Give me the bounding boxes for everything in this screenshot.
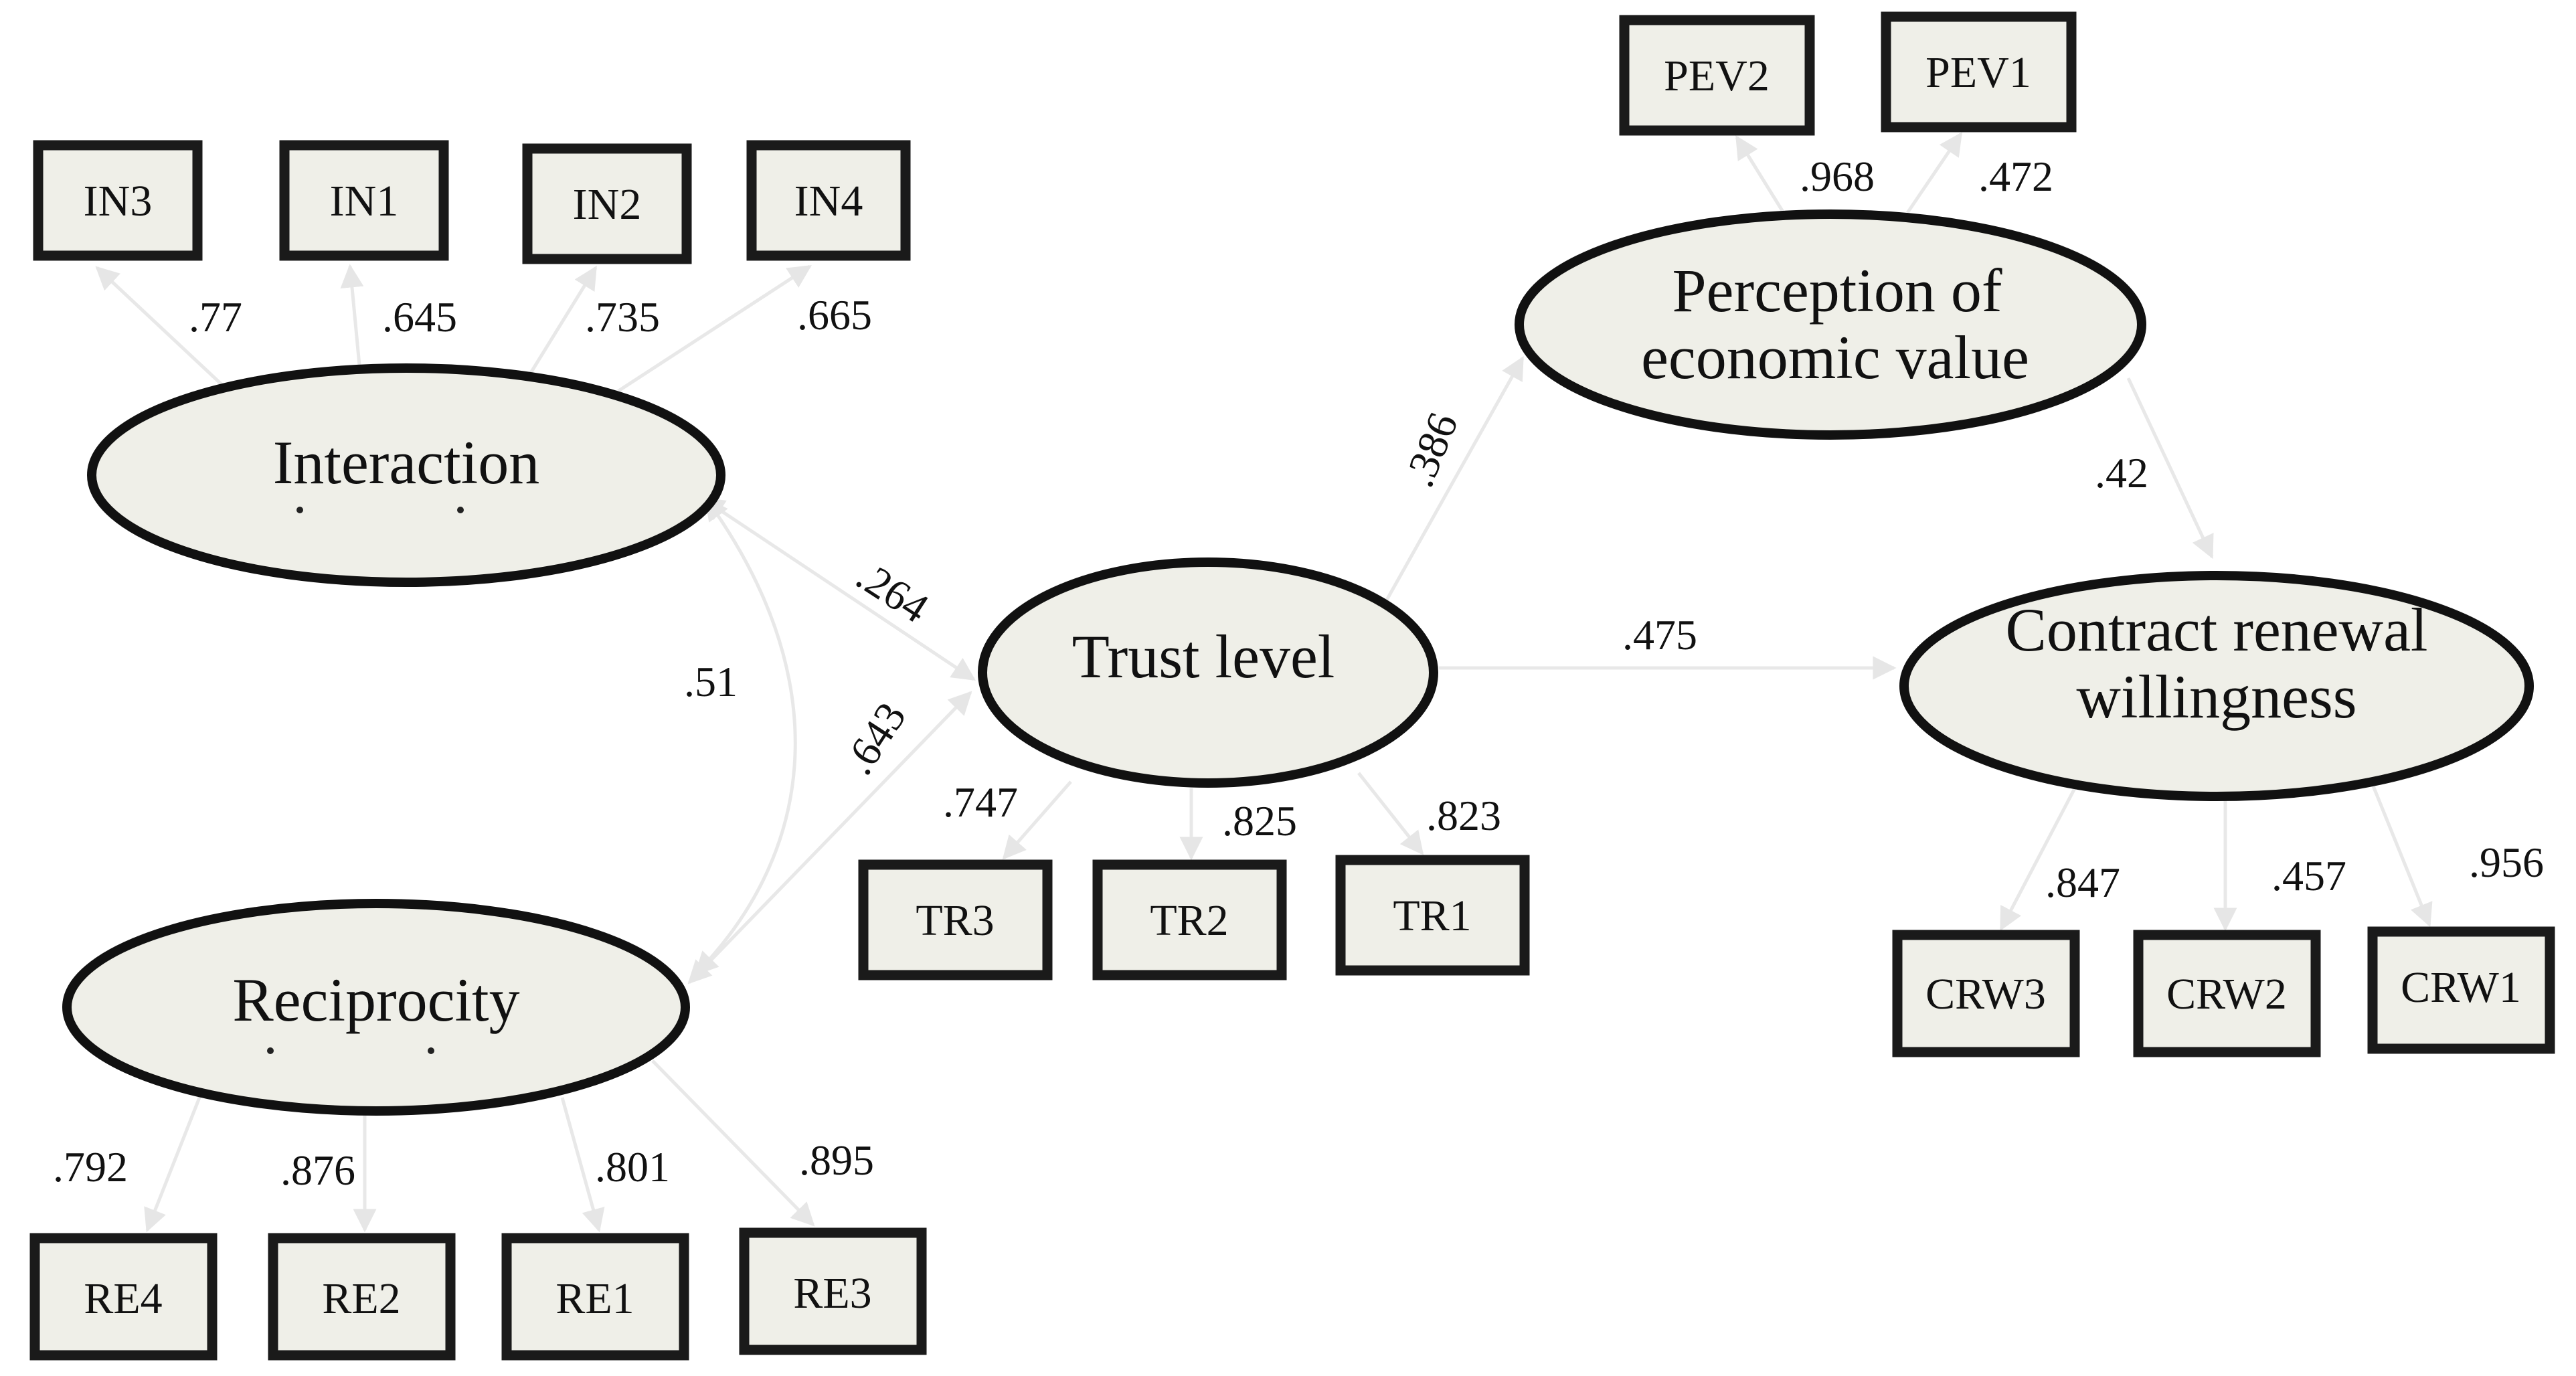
edge-reciprocity-re3	[651, 1059, 815, 1227]
edge-crw-crw1	[2371, 784, 2433, 928]
edge-reciprocity-re4	[144, 1094, 203, 1233]
coef-crw1: .956	[2469, 839, 2544, 886]
latent-label-line1: Perception of	[1672, 256, 2002, 325]
edge-interaction-trust	[701, 497, 976, 681]
coef-re4: .792	[53, 1143, 128, 1191]
coef-crw2: .457	[2271, 852, 2346, 899]
edge-interaction-in1	[340, 264, 364, 373]
indicator-tr1: TR1	[1335, 855, 1530, 976]
marker-dot	[428, 1047, 434, 1054]
indicator-in4: IN4	[746, 140, 911, 261]
marker-dot	[296, 507, 303, 513]
coef-tr3: .747	[943, 778, 1018, 826]
indicator-tr2: TR2	[1092, 859, 1287, 980]
indicator-label: RE2	[322, 1274, 400, 1323]
indicator-re1: RE1	[501, 1233, 689, 1361]
latent-label: Trust level	[1072, 622, 1335, 691]
indicator-label: IN3	[84, 177, 153, 226]
indicator-re3: RE3	[739, 1227, 927, 1355]
indicator-in1: IN1	[279, 140, 449, 261]
coef-reciprocity-trust: .643	[835, 694, 916, 783]
coef-in1: .645	[382, 293, 457, 341]
indicator-tr3: TR3	[858, 859, 1053, 980]
indicator-label: TR1	[1393, 891, 1471, 940]
coef-trust-pev: .386	[1395, 406, 1467, 493]
edge-crw-crw3	[1999, 787, 2077, 932]
coef-interaction-reciprocity: .51	[684, 658, 738, 705]
coef-re1: .801	[595, 1143, 670, 1191]
indicator-label: IN1	[330, 177, 399, 226]
indicator-pev2: PEV2	[1619, 15, 1815, 136]
coef-trust-crw: .475	[1622, 611, 1697, 659]
indicator-label: RE3	[793, 1269, 871, 1318]
indicator-crw2: CRW2	[2133, 930, 2321, 1057]
coef-in2: .735	[585, 293, 660, 341]
latent-reciprocity: Reciprocity	[62, 899, 690, 1116]
latent-interaction: Interaction	[87, 363, 725, 587]
indicator-label: TR2	[1150, 896, 1228, 945]
coef-pev-crw: .42	[2095, 449, 2148, 497]
edge-trust-tr3	[1002, 780, 1072, 860]
latent-perception-economic-value: Perception of economic value	[1515, 209, 2146, 440]
coef-tr1: .823	[1426, 792, 1501, 839]
edge-reciprocity-re1	[560, 1097, 605, 1233]
indicator-label: CRW3	[1925, 970, 2046, 1019]
edge-trust-pev	[1383, 355, 1525, 604]
indicator-label: RE4	[84, 1274, 162, 1323]
indicator-re4: RE4	[29, 1233, 218, 1361]
latent-label: Reciprocity	[232, 966, 519, 1034]
edge-reciprocity-trust	[687, 691, 972, 984]
indicator-label: RE1	[555, 1274, 634, 1323]
latent-label-line2: economic value	[1641, 323, 2029, 392]
indicator-label: TR3	[916, 896, 994, 945]
coef-re2: .876	[280, 1146, 355, 1194]
indicator-label: CRW2	[2166, 970, 2287, 1019]
indicator-re2: RE2	[268, 1233, 456, 1361]
latent-label: Interaction	[273, 428, 539, 497]
latent-contract-renewal-willingness: Contract renewal willingness	[1899, 571, 2534, 801]
coef-in3: .77	[189, 293, 242, 341]
indicator-label: PEV2	[1664, 52, 1770, 100]
coef-pev2: .968	[1800, 153, 1875, 200]
edge-interaction-in4	[611, 264, 812, 397]
edge-pev-pev2	[1735, 135, 1786, 214]
edge-interaction-in2	[527, 266, 598, 377]
latent-label-line1: Contract renewal	[2006, 596, 2428, 664]
coef-interaction-trust: .264	[848, 551, 937, 632]
indicator-in2: IN2	[522, 143, 692, 264]
indicator-label: CRW1	[2401, 963, 2521, 1012]
coef-re3: .895	[799, 1136, 874, 1184]
marker-dot	[267, 1047, 274, 1054]
edge-pev-crw	[2126, 377, 2214, 560]
edge-trust-tr1	[1357, 772, 1424, 855]
edge-interaction-in3	[95, 266, 226, 388]
indicator-label: IN4	[794, 177, 863, 226]
latent-trust-level: Trust level	[978, 557, 1438, 788]
coef-crw3: .847	[2045, 859, 2120, 906]
indicator-label: IN2	[573, 180, 642, 229]
edge-pev-pev1	[1905, 132, 1963, 214]
latent-label-line2: willingness	[2076, 663, 2356, 731]
indicator-crw1: CRW1	[2367, 926, 2555, 1054]
indicator-pev1: PEV1	[1881, 11, 2077, 133]
coef-tr2: .825	[1222, 797, 1297, 845]
edge-interaction-reciprocity	[694, 497, 797, 976]
coef-in4: .665	[797, 291, 872, 339]
indicator-crw3: CRW3	[1892, 930, 2080, 1057]
indicator-in3: IN3	[33, 140, 203, 261]
marker-dot	[457, 507, 464, 513]
indicator-label: PEV1	[1925, 48, 2031, 97]
coef-pev1: .472	[1978, 153, 2053, 200]
